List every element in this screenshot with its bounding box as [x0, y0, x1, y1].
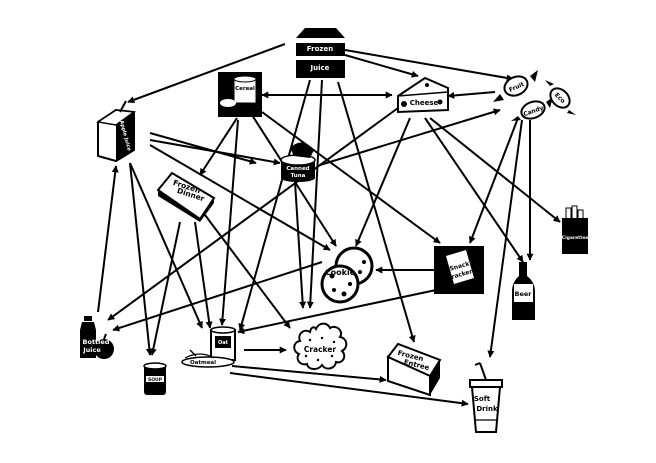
beer-label: Beer [515, 290, 533, 298]
cookie-label: Cookie [325, 268, 356, 277]
edge-cereal-to-frozen-dinner [199, 117, 238, 176]
node-oatmeal[interactable]: Oat Oatmeal [181, 326, 236, 368]
apple-juice-box-icon [96, 100, 137, 163]
soup-can-icon [143, 362, 167, 395]
edge-oatmeal-to-frozen-entree [231, 365, 387, 383]
edge-oatmeal-to-soft-drink [229, 372, 469, 407]
canned-tuna-can-icon [280, 142, 316, 182]
canned-tuna-label-1: Canned [286, 166, 309, 172]
edge-frozen-juice-to-oatmeal [238, 79, 311, 331]
edge-frozen-dinner-to-oatmeal [194, 221, 213, 329]
edge-cheese-to-bottled-juice [107, 107, 399, 321]
candy-icon [493, 70, 576, 121]
frozen-juice-label-1: Frozen [307, 45, 333, 53]
edge-frozen-juice-to-cracker [306, 79, 323, 309]
edge-apple-juice-to-soup [129, 162, 153, 356]
cracker-label: Cracker [304, 345, 337, 354]
oatmeal-tin-label: Oat [218, 340, 229, 346]
edge-frozen-juice-to-frozen-entree [337, 81, 416, 343]
edge-candy-to-cheese [447, 91, 496, 99]
node-beer[interactable]: Beer [512, 262, 535, 320]
edge-canned-tuna-to-candy [319, 108, 501, 166]
edge-frozen-dinner-to-cracker [204, 214, 291, 329]
bottled-juice-label-2: Juice [82, 346, 101, 354]
node-bottled-juice[interactable]: Bottled Juice [80, 316, 114, 359]
edge-apple-juice-to-oatmeal [129, 162, 203, 329]
edge-cheese-to-cookie [355, 117, 411, 247]
bottled-juice-label-1: Bottled [83, 338, 110, 346]
edge-apple-juice-to-cereal [149, 132, 257, 165]
cookie-icon [320, 246, 374, 304]
canned-tuna-label-2: Tuna [291, 173, 306, 179]
node-soft-drink[interactable]: Soft Drink [469, 362, 503, 433]
edge-canned-tuna-to-cracker [294, 181, 307, 309]
edges [97, 43, 561, 407]
frozen-entree-box-icon [386, 342, 442, 397]
edge-candy-to-snack-crackers [468, 117, 519, 244]
node-cigarettes[interactable]: Cigarettes [562, 205, 589, 254]
edge-candy-to-soft-drink [487, 119, 523, 358]
cigarettes-pack-icon [562, 205, 588, 254]
edge-cereal-to-snack-crackers [261, 111, 441, 244]
cheese-icon [397, 76, 449, 114]
node-snack-crackers[interactable]: Snack Crackers [434, 246, 484, 294]
node-cheese[interactable]: Cheese [397, 76, 449, 114]
cereal-label: Cereal [235, 86, 255, 92]
bottled-juice-icon [80, 316, 114, 359]
node-frozen-entree[interactable]: Frozen Entree [386, 342, 442, 397]
node-apple-juice[interactable]: Apple Juice [96, 100, 137, 163]
edge-frozen-juice-to-candy [344, 49, 514, 82]
edge-frozen-juice-to-cheese [344, 54, 419, 78]
oatmeal-label: Oatmeal [190, 360, 216, 366]
node-cookie[interactable]: Cookie [320, 246, 374, 304]
edge-snack-crackers-to-oatmeal [237, 289, 437, 335]
soft-drink-label-1: Soft [474, 395, 491, 403]
soft-drink-label-2: Drink [476, 405, 498, 413]
cigarettes-label: Cigarettes [562, 235, 589, 241]
edge-apple-juice-to-cookie [149, 144, 331, 251]
edge-frozen-juice-to-apple-juice [127, 43, 286, 104]
cheese-label: Cheese [410, 99, 439, 107]
edge-cookie-to-bottled-juice [112, 261, 323, 332]
edge-cheese-to-beer [424, 117, 524, 263]
node-frozen-juice[interactable]: Frozen Juice [296, 28, 345, 78]
edge-apple-juice-to-canned-tuna [149, 139, 281, 166]
node-candy[interactable]: Fruit Candy Eco [493, 70, 576, 122]
edge-cheese-to-cigarettes [429, 117, 561, 223]
frozen-juice-label-2: Juice [310, 64, 330, 72]
node-soup[interactable]: SOUP [143, 362, 167, 395]
edge-frozen-dinner-to-soup [149, 221, 181, 356]
soup-label: SOUP [148, 377, 163, 383]
node-cracker[interactable]: Cracker [293, 322, 348, 370]
node-cereal[interactable]: Cereal [218, 72, 262, 117]
oatmeal-icon [181, 326, 236, 368]
edge-bottled-juice-to-apple-juice [97, 165, 119, 313]
node-canned-tuna[interactable]: Canned Tuna [280, 142, 316, 182]
frozen-dinner-box-icon [156, 171, 216, 222]
soft-drink-cup-icon [469, 362, 503, 433]
cracker-icon [293, 322, 348, 370]
